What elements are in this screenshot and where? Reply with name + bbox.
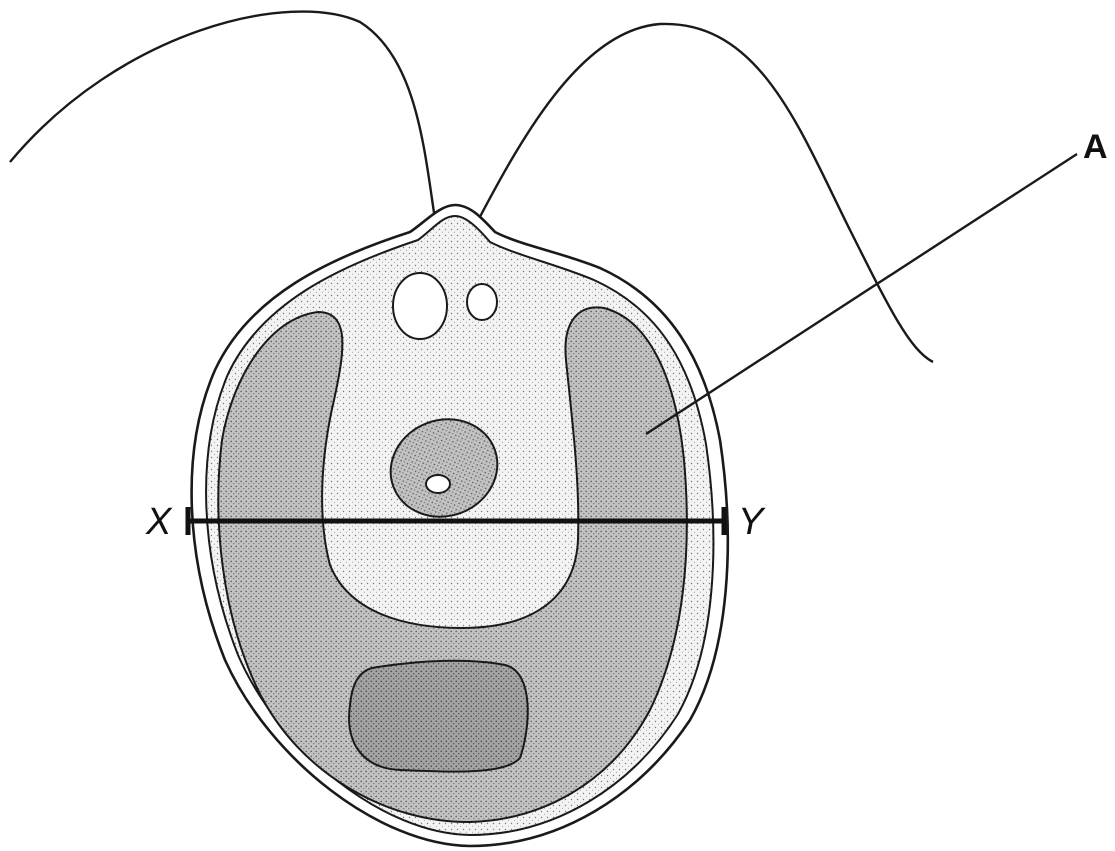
- left-flagellum: [10, 12, 437, 232]
- label-y: Y: [738, 501, 763, 544]
- label-a-leader-line: [646, 154, 1077, 434]
- contractile-vacuole-small: [467, 284, 497, 320]
- contractile-vacuole-large: [393, 273, 447, 339]
- label-a: A: [1083, 128, 1108, 167]
- label-x: X: [146, 501, 171, 544]
- nucleolus: [426, 475, 450, 493]
- pyrenoid: [349, 661, 528, 772]
